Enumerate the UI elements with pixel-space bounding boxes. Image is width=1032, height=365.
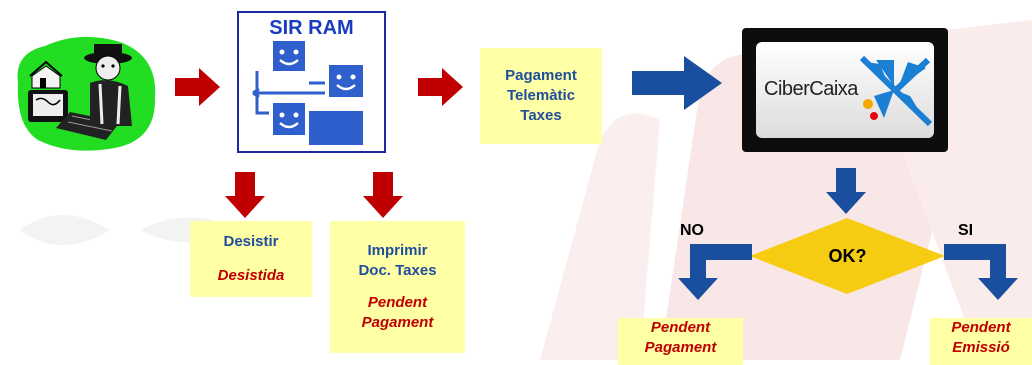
outcome-no-line2: Pagament — [644, 339, 717, 356]
pagament-line2: Telemàtic — [506, 87, 576, 104]
sir-ram-box: SIR RAM — [237, 11, 386, 153]
imprimir-line1: Imprimir — [367, 242, 428, 259]
arrow-bent-right-blue — [944, 244, 1018, 300]
outcome-yes-line1: Pendent — [951, 319, 1011, 336]
sir-ram-title: SIR RAM — [269, 17, 354, 39]
imprimir-status2: Pagament — [361, 314, 434, 331]
no-label: NO — [680, 222, 704, 239]
arrow-right-red — [418, 68, 463, 106]
desistir-note: Desistir Desistida — [190, 221, 312, 297]
pagament-line1: Pagament — [505, 67, 577, 84]
user-computer-icon — [17, 36, 156, 151]
desistir-status: Desistida — [217, 267, 285, 284]
arrow-right-red — [175, 68, 220, 106]
outcome-no-line1: Pendent — [650, 319, 711, 336]
imprimir-line2: Doc. Taxes — [358, 262, 437, 279]
outcome-yes-line2: Emissió — [952, 339, 1010, 356]
si-label: SI — [958, 222, 974, 239]
arrow-down-red — [363, 172, 403, 218]
arrow-down-red — [225, 172, 265, 218]
process-flow-icon — [252, 41, 363, 145]
cibercaixa-logo-box: CiberCaixa — [742, 28, 948, 152]
imprimir-note: Imprimir Doc. Taxes Pendent Pagament — [330, 221, 465, 353]
pagament-telematic-note: Pagament Telemàtic Taxes — [480, 48, 602, 144]
cibercaixa-text: CiberCaixa — [764, 78, 858, 100]
star-logo-icon — [860, 56, 932, 126]
arrow-down-blue — [826, 168, 866, 214]
decision-diamond — [750, 218, 945, 294]
arrow-bent-left-blue — [678, 244, 752, 300]
decision-label: OK? — [828, 246, 867, 266]
outcome-yes: Pendent Emissió — [930, 318, 1032, 365]
desistir-action: Desistir — [223, 233, 279, 250]
pagament-line3: Taxes — [520, 107, 562, 124]
outcome-no: Pendent Pagament — [618, 318, 743, 365]
imprimir-status1: Pendent — [367, 294, 428, 311]
arrow-right-blue — [632, 56, 722, 110]
